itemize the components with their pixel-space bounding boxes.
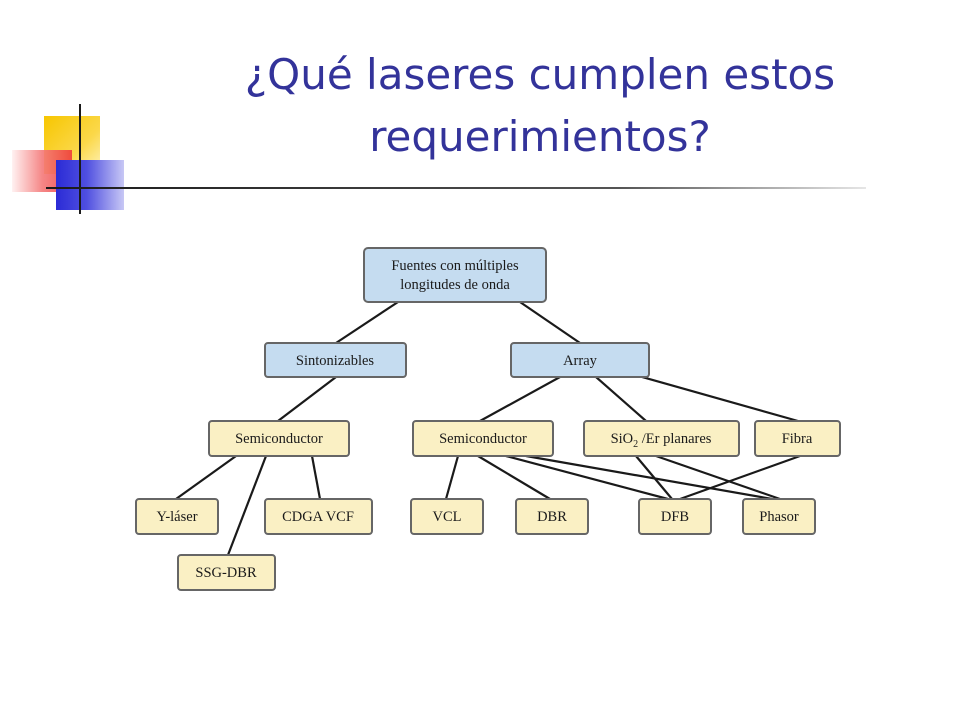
connector-sio2-phasor	[655, 454, 781, 501]
node-sintonizables: Sintonizables	[264, 342, 407, 378]
connector-semi-dbr	[477, 455, 551, 500]
node-dbr: DBR	[515, 498, 589, 535]
node-root-label-line-1: Fuentes con múltiples	[391, 258, 519, 274]
node-root: Fuentes con múltiples longitudes de onda	[363, 247, 547, 303]
node-array-label: Array	[563, 353, 598, 369]
connector-array-fibra	[627, 371, 799, 423]
connector-fibra-dfb	[679, 454, 801, 501]
decorative-vertical-line	[79, 104, 81, 214]
node-ssg-dbr: SSG-DBR	[177, 554, 276, 591]
node-dbr-label: DBR	[537, 509, 567, 525]
node-cdga-vcf: CDGA VCF	[264, 498, 373, 535]
node-y-laser-label: Y-láser	[156, 509, 197, 525]
connector-root-sintonizables	[335, 301, 399, 344]
slide-title-line-1: ¿Qué laseres cumplen estos	[244, 50, 836, 99]
node-semiconductor-left-label: Semiconductor	[235, 431, 323, 447]
connector-sio2-dfb	[635, 455, 673, 500]
connector-semiconductor-cdgavcf	[310, 455, 322, 500]
node-semiconductor-right-label: Semiconductor	[439, 431, 527, 447]
node-vcl: VCL	[410, 498, 484, 535]
node-phasor: Phasor	[742, 498, 816, 535]
connector-root-array	[519, 301, 581, 344]
node-sintonizables-label: Sintonizables	[296, 353, 374, 369]
connector-array-sio2	[595, 376, 647, 422]
connector-semi-dfb	[505, 454, 669, 501]
connector-semi-vcl	[444, 455, 460, 500]
node-sio2-suffix: /Er planares	[638, 431, 712, 447]
title-underline	[46, 187, 866, 189]
node-phasor-label: Phasor	[759, 509, 799, 525]
node-sio2-label: SiO2 /Er planares	[611, 431, 712, 450]
node-array: Array	[510, 342, 650, 378]
node-y-laser: Y-láser	[135, 498, 219, 535]
slide-title: ¿Qué laseres cumplen estos requerimiento…	[150, 44, 930, 168]
diagram-connectors	[175, 301, 801, 556]
decorative-blue-square	[56, 160, 124, 210]
connector-sintonizables-semiconductor	[277, 376, 337, 422]
connector-semi-phasor	[525, 454, 773, 501]
connector-semiconductor-ylaser	[175, 455, 237, 500]
node-dfb-label: DFB	[661, 509, 689, 525]
node-fibra-label: Fibra	[782, 431, 813, 447]
node-vcl-label: VCL	[433, 509, 462, 525]
node-dfb: DFB	[638, 498, 712, 535]
slide-title-line-2: requerimientos?	[369, 112, 711, 161]
node-semiconductor-right: Semiconductor	[412, 420, 554, 457]
connector-semiconductor-ssgdbr	[226, 455, 268, 556]
node-sio2-subscript: 2	[633, 439, 638, 450]
node-ssg-dbr-label: SSG-DBR	[195, 565, 257, 581]
connector-array-semiconductor	[479, 376, 561, 422]
node-fibra: Fibra	[754, 420, 841, 457]
node-root-label-line-2: longitudes de onda	[400, 277, 510, 293]
node-sio2-er-planares: SiO2 /Er planares	[583, 420, 740, 457]
node-cdga-vcf-label: CDGA VCF	[282, 509, 354, 525]
node-sio2-prefix: SiO	[611, 431, 634, 447]
node-semiconductor-left: Semiconductor	[208, 420, 350, 457]
